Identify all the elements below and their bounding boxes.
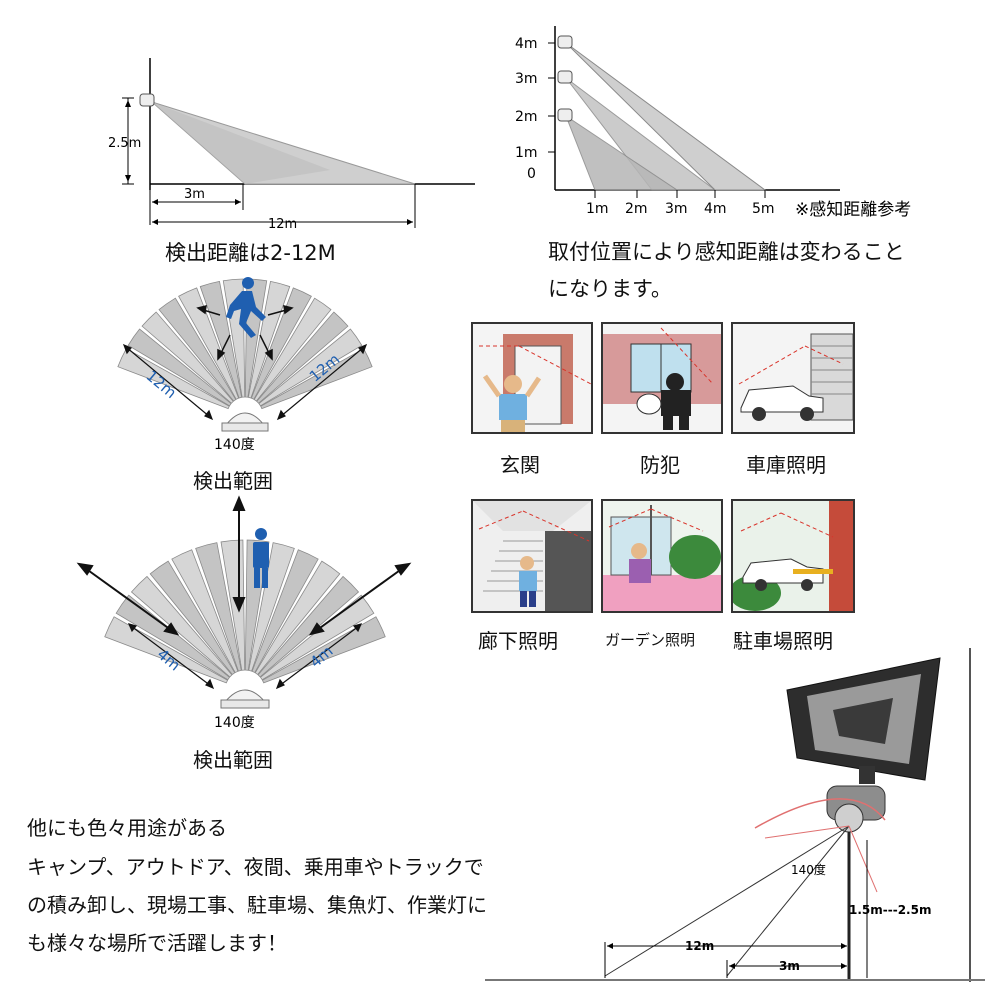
scene-entrance [471, 322, 593, 434]
notes-title: 他にも色々用途がある [27, 816, 227, 840]
detection-zone-wedge [141, 311, 234, 404]
detection-zone-wedge [248, 542, 295, 672]
y-tick-label: 0 [527, 166, 536, 182]
detection-zone-wedge [258, 328, 363, 407]
walking-person-icon [226, 277, 266, 338]
scene-crime-prevention [601, 322, 723, 434]
y-tick-label: 3m [515, 71, 538, 87]
y-tick-label: 1m [515, 145, 538, 161]
notes-line: も様々な場所で活躍します！ [27, 931, 287, 955]
detection-zone-wedge [256, 311, 349, 404]
detection-zone-wedge [127, 328, 232, 407]
scene-garage [731, 322, 855, 434]
detection-zone-wedge [251, 549, 319, 674]
notes-body: キャンプ、アウトドア、夜間、乗用車やトラックで の積み卸し、現場工事、駐車場、集… [27, 848, 487, 962]
detection-zone-wedge [253, 297, 332, 402]
scene-parking [731, 499, 855, 613]
y-tick-label: 4m [515, 36, 538, 52]
mounting-description-line-1: 取付位置により感知距離は変わること [548, 240, 905, 264]
detection-zone-wedge [195, 542, 242, 672]
fan-caption: 検出範囲 [193, 469, 273, 493]
detection-fan-diagram-4m: 4m 4m 140度 [76, 495, 412, 731]
near-distance-label: 3m [184, 187, 205, 202]
detection-zone-wedge [259, 594, 375, 681]
use-label: ガーデン照明 [605, 631, 696, 649]
height-range-label: 1.5m---2.5m [849, 903, 931, 917]
use-label: 駐車場照明 [733, 629, 833, 653]
detection-zone-wedge [199, 280, 243, 399]
y-tick-label: 2m [515, 109, 538, 125]
detection-zone-wedge [261, 616, 386, 684]
use-label: 玄関 [500, 453, 540, 477]
mounting-description-line-2: になります。 [548, 277, 672, 301]
x-tick-label: 5m [752, 201, 775, 217]
detection-zone-wedge [130, 575, 233, 678]
x-tick-label: 4m [704, 201, 727, 217]
near-distance-label: 3m [779, 959, 800, 973]
reference-note: ※感知距離参考 [795, 200, 911, 220]
scene-garden [601, 499, 723, 613]
detection-zone-wedge [178, 287, 240, 400]
detection-fan-diagram-12m: 12m 12m 140度 [117, 277, 373, 453]
side-view-diagram: 2.5m 3m 12m [108, 58, 475, 232]
standing-person-icon [253, 528, 269, 588]
detection-zone-wedge [149, 560, 236, 676]
use-label: 廊下照明 [478, 629, 558, 653]
detection-zone-wedge [250, 287, 312, 400]
mounting-height-diagram: 4m 3m 2m 1m 0 1m 2m 3m 4m 5m ※感知距離参考 [515, 26, 911, 220]
x-tick-label: 2m [625, 201, 648, 217]
detection-zone-wedge [257, 575, 360, 678]
fan-caption: 検出範囲 [193, 748, 273, 772]
far-distance-label: 12m [685, 939, 714, 953]
scene-hallway [471, 499, 593, 613]
x-tick-label: 1m [586, 201, 609, 217]
detection-zone-wedge [247, 280, 291, 399]
notes-line: キャンプ、アウトドア、夜間、乗用車やトラックで [27, 855, 484, 879]
use-label: 車庫照明 [746, 453, 826, 477]
use-label: 防犯 [640, 453, 680, 477]
x-tick-label: 3m [665, 201, 688, 217]
detection-zone-wedge [254, 560, 341, 676]
angle-label: 140度 [791, 862, 826, 877]
side-view-caption: 検出距離は2-12M [165, 241, 336, 265]
far-distance-label: 12m [268, 217, 297, 232]
floodlight-install-diagram: 140度 1.5m---2.5m 12m 3m [485, 648, 985, 982]
detection-zone-wedge [104, 616, 229, 684]
detection-zone-wedge [171, 549, 239, 674]
angle-label: 140度 [214, 437, 255, 453]
angle-label: 140度 [214, 715, 255, 731]
notes-line: の積み卸し、現場工事、駐車場、集魚灯、作業灯に [27, 893, 487, 917]
height-label: 2.5m [108, 136, 141, 151]
detection-zone-wedge [115, 594, 231, 681]
detection-zone-wedge [158, 297, 237, 402]
